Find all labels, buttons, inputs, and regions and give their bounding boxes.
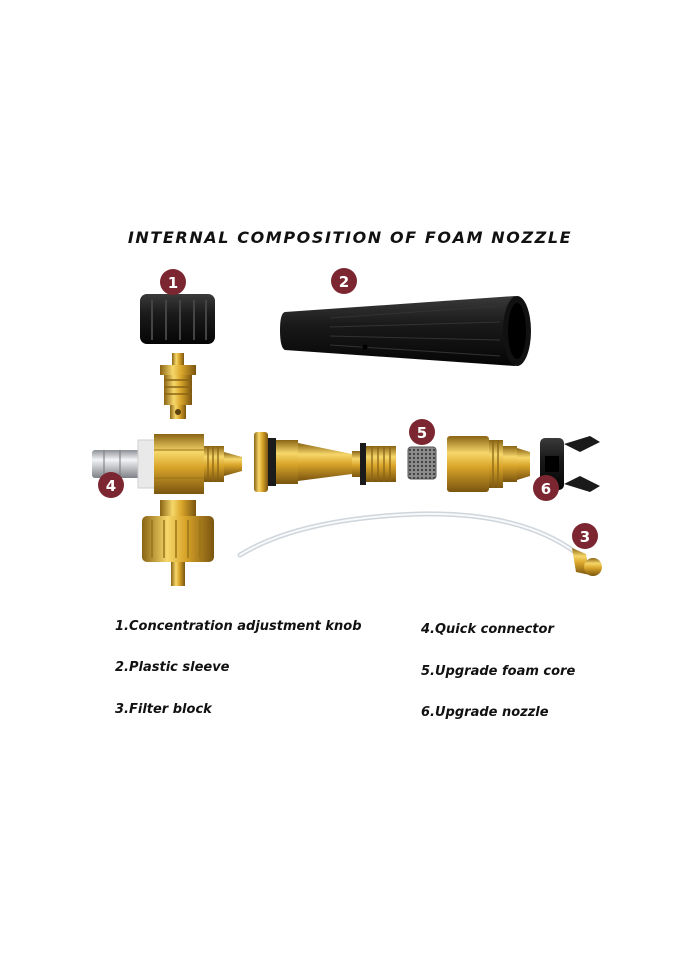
legend-item-3: 3.Filter block (115, 702, 212, 717)
brass-adjustment-screw (160, 353, 196, 419)
badge-3: 3 (572, 523, 598, 549)
badge-6: 6 (533, 475, 559, 501)
badge-4-label: 4 (106, 477, 116, 495)
legend-item-6: 6.Upgrade nozzle (421, 705, 549, 720)
quick-connector-part (92, 439, 157, 489)
concentration-knob-part (140, 294, 215, 344)
badge-3-label: 3 (580, 528, 590, 546)
plastic-tube-part (237, 511, 602, 576)
badge-2: 2 (331, 268, 357, 294)
legend-item-1: 1.Concentration adjustment knob (115, 619, 362, 634)
badge-2-label: 2 (339, 273, 349, 291)
diagram-title: INTERNAL COMPOSITION OF FOAM NOZZLE (127, 228, 573, 247)
badge-4: 4 (98, 472, 124, 498)
badge-6-label: 6 (541, 480, 551, 498)
mesh-filter-part (407, 446, 437, 480)
badge-1: 1 (160, 269, 186, 295)
badge-5-label: 5 (417, 424, 427, 442)
legend-item-2: 2.Plastic sleeve (115, 660, 230, 675)
foam-core-tube (254, 432, 396, 492)
plastic-sleeve-part (280, 296, 531, 366)
brass-bottle-connector (142, 500, 214, 586)
brass-nozzle-body (447, 436, 530, 492)
legend-item-4: 4.Quick connector (421, 622, 554, 637)
brass-body-part (154, 434, 242, 494)
legend-item-5: 5.Upgrade foam core (421, 664, 576, 679)
badge-5: 5 (409, 419, 435, 445)
badge-1-label: 1 (168, 274, 178, 292)
